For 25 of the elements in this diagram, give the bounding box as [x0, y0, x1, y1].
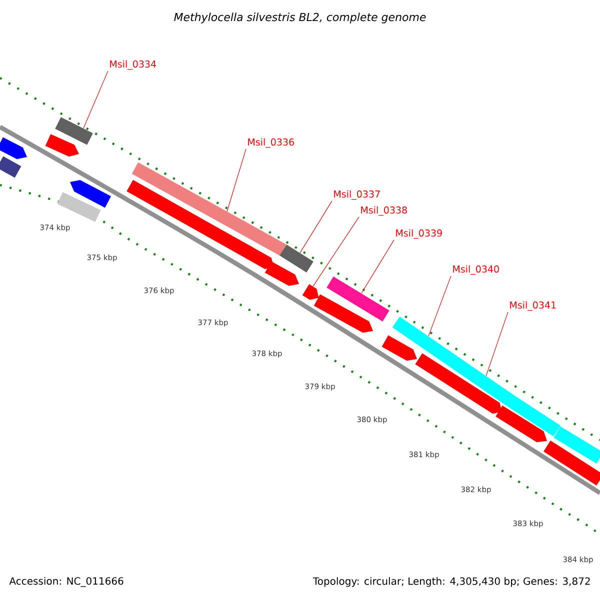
gene-label: Msil_0339 [396, 229, 442, 239]
gene-bar [55, 117, 93, 145]
gene-label: Msil_0340 [453, 265, 499, 275]
gene-feature [126, 180, 274, 270]
gene-bar [280, 244, 314, 272]
accession-label: Accession: NC_011666 [9, 577, 124, 587]
gene-bar [392, 316, 515, 406]
gene-label: Msil_0334 [110, 60, 156, 70]
gene-bar [326, 276, 390, 322]
title: Methylocella silvestris BL2, complete genome [174, 12, 426, 24]
leader-line [312, 216, 360, 287]
leader-line [83, 70, 108, 129]
gene-label: Msil_0341 [510, 301, 556, 311]
leader-line [428, 276, 452, 336]
leader-line [300, 200, 332, 254]
gene-feature [302, 284, 319, 300]
gene-label: Msil_0338 [361, 206, 407, 216]
leader-line [226, 148, 246, 212]
gene-feature [415, 353, 502, 414]
leader-line [486, 312, 508, 376]
gene-bar [132, 162, 286, 256]
leader-line [361, 240, 394, 294]
gene-label: Msil_0337 [334, 190, 380, 200]
topology-label: Topology: circular; Length: 4,305,430 bp; Genes: 3,872 [312, 577, 590, 587]
gene-label: Msil_0336 [248, 138, 294, 148]
